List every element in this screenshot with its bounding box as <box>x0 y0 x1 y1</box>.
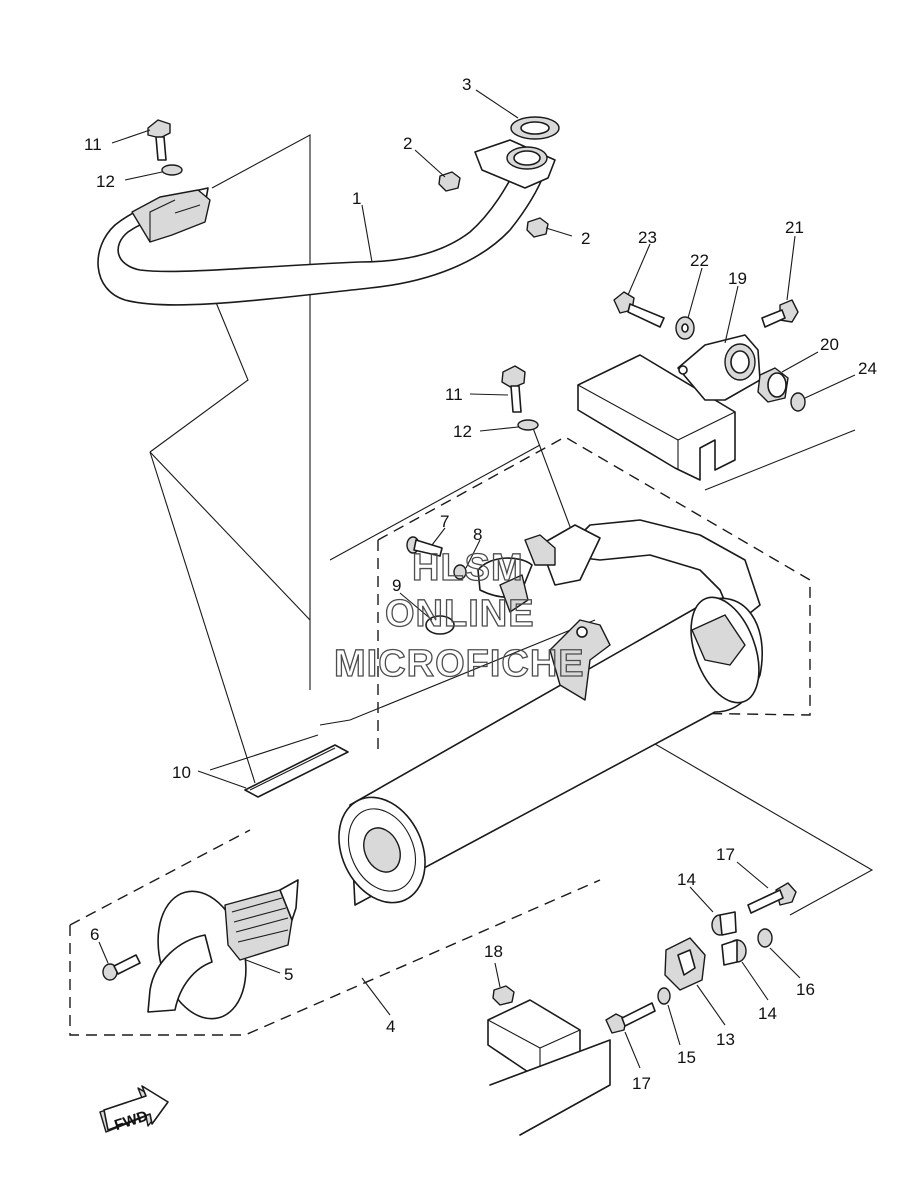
callout-21: 21 <box>785 218 804 237</box>
muffler <box>338 519 763 906</box>
gasket-plate <box>244 744 349 798</box>
callout-13: 13 <box>716 1030 735 1049</box>
end-cap-bolt <box>102 954 141 981</box>
clamp-bolt <box>406 536 443 557</box>
callout-leaders <box>98 89 856 1069</box>
callout-18: 18 <box>484 942 503 961</box>
bolt-17-lower <box>605 1002 656 1034</box>
washer-24 <box>790 392 806 412</box>
callout-12-middle: 12 <box>453 422 472 441</box>
muffler-clamp <box>425 557 533 635</box>
collars-14 <box>711 911 747 966</box>
callout-7: 7 <box>440 512 449 531</box>
spark-arrester <box>147 879 299 1020</box>
callout-2-left: 2 <box>403 134 412 153</box>
callout-24: 24 <box>858 359 877 378</box>
callout-2-right: 2 <box>581 229 590 248</box>
bolt-23 <box>613 291 665 328</box>
watermark-line-3: MICROFICHE <box>334 643 585 685</box>
callout-17-lower: 17 <box>632 1074 651 1093</box>
callout-8: 8 <box>473 525 482 544</box>
callout-22: 22 <box>690 251 709 270</box>
callout-16: 16 <box>796 980 815 999</box>
callout-23: 23 <box>638 228 657 247</box>
callout-4: 4 <box>386 1017 395 1036</box>
callout-9: 9 <box>392 576 401 595</box>
callout-11-upper: 11 <box>84 135 102 154</box>
callout-14-upper: 14 <box>677 870 696 889</box>
washer-22 <box>675 316 695 340</box>
middle-bolt-and-washer <box>501 365 539 431</box>
bolt-17-upper <box>747 882 797 914</box>
callout-20: 20 <box>820 335 839 354</box>
exhaust-pipe <box>97 139 556 306</box>
callout-14-lower: 14 <box>758 1004 777 1023</box>
gasket <box>510 116 560 140</box>
flange-nut-18 <box>492 985 515 1006</box>
watermark-line-1: HLSM <box>412 547 524 589</box>
clamp-nut <box>453 564 467 580</box>
callout-5: 5 <box>284 965 293 984</box>
callout-17-upper: 17 <box>716 845 735 864</box>
callout-19: 19 <box>728 269 747 288</box>
callout-10: 10 <box>172 763 191 782</box>
rear-frame-bracket <box>487 999 611 1136</box>
callout-labels: 11 12 1 2 2 3 23 22 21 19 20 24 11 12 7 … <box>84 75 877 1093</box>
forward-direction-arrow: FWD <box>99 1085 169 1134</box>
callout-12-upper: 12 <box>96 172 115 191</box>
collar <box>757 367 789 403</box>
bolt-21 <box>761 299 799 328</box>
callout-6: 6 <box>90 925 99 944</box>
upper-bolt-and-washer <box>147 119 183 176</box>
callout-15: 15 <box>677 1048 696 1067</box>
callout-3: 3 <box>462 75 471 94</box>
assembly-outlines <box>69 134 874 1036</box>
watermark: HLSM ONLINE MICROFICHE <box>333 546 585 685</box>
callout-1: 1 <box>352 189 361 208</box>
watermark-line-2: ONLINE <box>385 593 535 635</box>
rubber-mount-bracket <box>677 334 761 401</box>
callout-11-middle: 11 <box>445 385 463 404</box>
washer-16 <box>757 928 773 948</box>
washer-15 <box>657 987 671 1005</box>
rubber-damper <box>664 937 706 991</box>
